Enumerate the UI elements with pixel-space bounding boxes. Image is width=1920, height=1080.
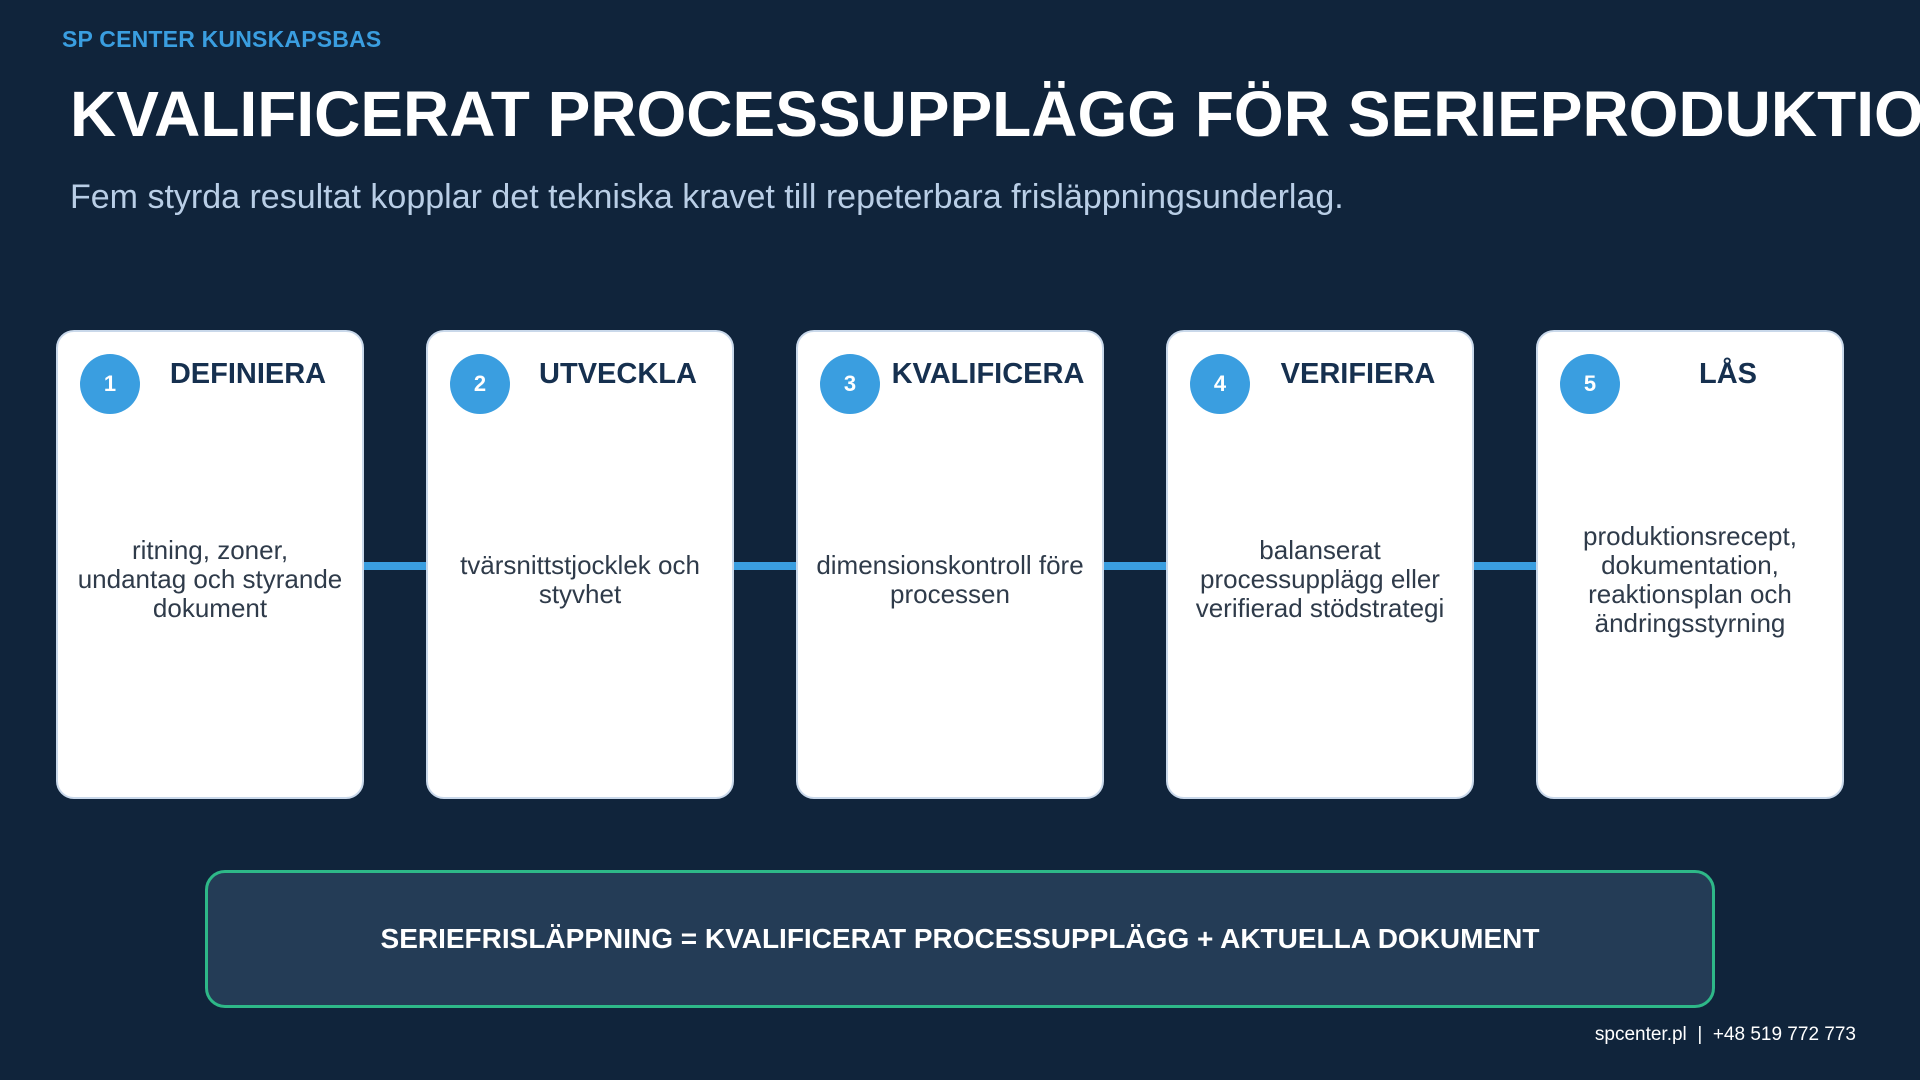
footer-contact-text: spcenter.pl | +48 519 772 773	[1594, 1024, 1856, 1045]
step-number-badge: 5	[1560, 354, 1620, 414]
step-title: UTVECKLA	[539, 358, 697, 390]
step-card-verifiera: 4 VERIFIERA balanserat processupplägg el…	[1166, 330, 1474, 799]
step-card-definiera: 1 DEFINIERA ritning, zoner, undantag och…	[56, 330, 364, 799]
release-formula-box: SERIEFRISLÄPPNING = KVALIFICERAT PROCESS…	[205, 870, 1715, 1008]
connector-4-5	[1474, 562, 1536, 570]
step-title: DEFINIERA	[169, 358, 327, 390]
connector-1-2	[364, 562, 426, 570]
step-title: LÅS	[1699, 358, 1757, 390]
step-title: KVALIFICERA	[891, 358, 1085, 390]
step-number-badge: 1	[80, 354, 140, 414]
step-card-kvalificera: 3 KVALIFICERA dimensionskontroll före pr…	[796, 330, 1104, 799]
step-title: VERIFIERA	[1280, 358, 1436, 390]
connector-2-3	[734, 562, 796, 570]
release-formula-text: SERIEFRISLÄPPNING = KVALIFICERAT PROCESS…	[380, 923, 1540, 954]
step-description: ritning, zoner, undantag och styrande do…	[77, 535, 343, 623]
step-number-badge: 3	[820, 354, 880, 414]
step-card-las: 5 LÅS produktionsrecept, dokumentation, …	[1536, 330, 1844, 799]
page-subtitle: Fem styrda resultat kopplar det tekniska…	[70, 178, 1344, 216]
kicker-label: SP CENTER KUNSKAPSBAS	[62, 26, 382, 52]
step-card-utveckla: 2 UTVECKLA tvärsnittstjocklek och styvhe…	[426, 330, 734, 799]
footer-contact: spcenter.pl | +48 519 772 773	[1595, 1024, 1856, 1046]
step-description: balanserat processupplägg eller verifier…	[1195, 535, 1445, 623]
step-description: tvärsnittstjocklek och styvhet	[460, 549, 700, 609]
step-description: produktionsrecept, dokumentation, reakti…	[1583, 520, 1797, 638]
page-title: KVALIFICERAT PROCESSUPPLÄGG FÖR SERIEPRO…	[70, 78, 1920, 150]
step-description: dimensionskontroll före processen	[816, 549, 1084, 609]
step-number-badge: 2	[450, 354, 510, 414]
connector-3-4	[1104, 562, 1166, 570]
step-number-badge: 4	[1190, 354, 1250, 414]
